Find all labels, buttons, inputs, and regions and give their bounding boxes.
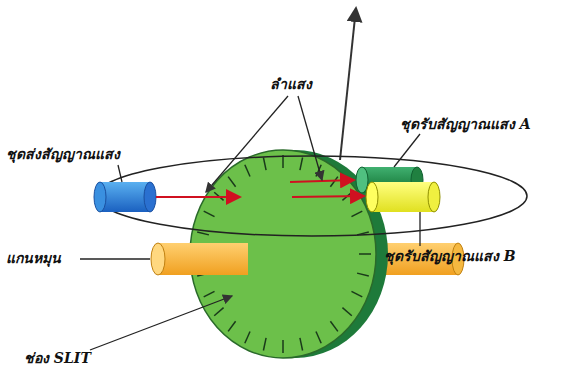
slit-mark (214, 308, 223, 316)
part-label: ลำแสง (270, 76, 312, 93)
slit-mark (204, 211, 215, 217)
slit-mark (316, 331, 321, 343)
slit-mark (342, 308, 351, 316)
part-label: ชุดรับสัญญาณแสง A (400, 116, 531, 133)
part-label: ช่อง SLIT (24, 350, 91, 367)
slit-mark (351, 291, 362, 297)
slit-mark (204, 291, 215, 297)
slit-mark (197, 232, 209, 235)
slit-mark (357, 273, 369, 276)
slit-mark (245, 165, 250, 177)
slit-mark (359, 253, 371, 255)
slit-mark (245, 331, 250, 343)
part-label: แกนหมุน (6, 250, 61, 267)
slit-mark (263, 157, 266, 170)
slit-mark (300, 157, 303, 170)
slit-mark (351, 211, 362, 217)
part-label: ชุดรับสัญญาณแสง B (384, 248, 516, 265)
slit-mark (228, 321, 235, 331)
slit-mark (263, 338, 266, 351)
part-label: ชุดส่งสัญญาณแสง (6, 146, 120, 163)
slit-mark (228, 177, 235, 187)
slit-mark (282, 340, 284, 353)
slit-mark (330, 321, 337, 331)
slit-mark (300, 338, 303, 351)
